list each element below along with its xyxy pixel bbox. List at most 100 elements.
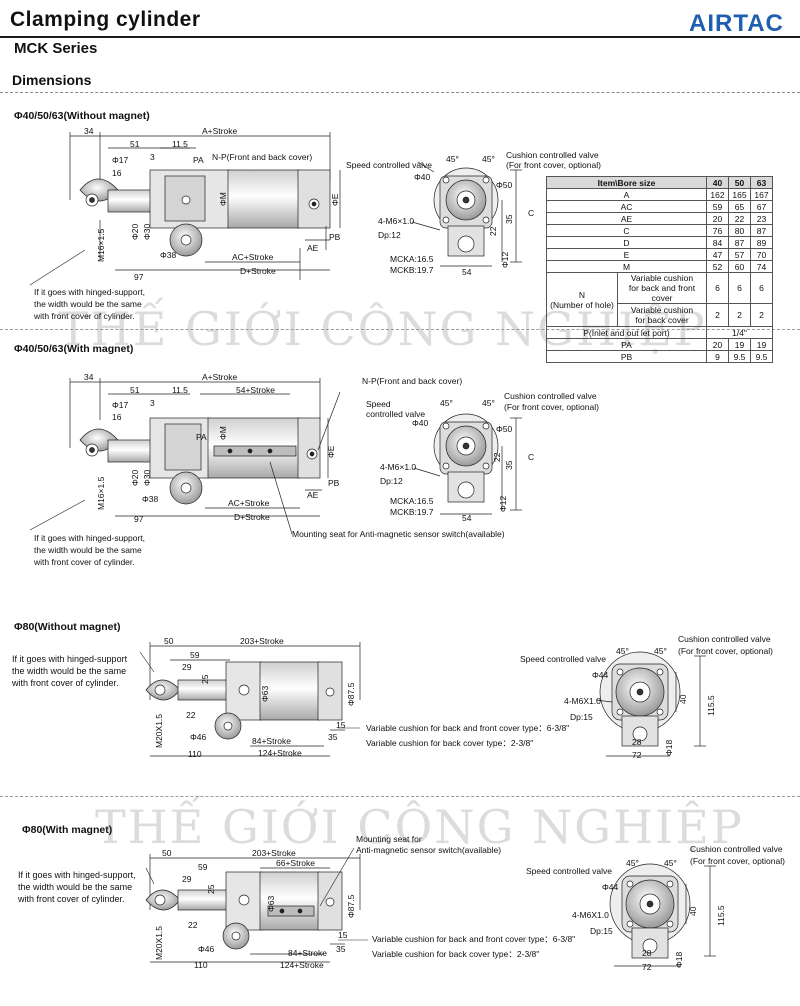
s1-end-view — [411, 161, 522, 267]
dim-label: 110 — [194, 960, 208, 970]
side-label: 22 — [492, 452, 502, 462]
dim-label: 66+Stroke — [276, 858, 315, 868]
dim-label: ΦM — [218, 426, 228, 440]
dim-label: A+Stroke — [202, 126, 237, 136]
side-label: (For front cover, optional) — [504, 402, 599, 412]
dim-label: 59 — [198, 862, 208, 872]
side-label: 35 — [504, 214, 514, 224]
dim-label: 51 — [130, 385, 140, 395]
side-label: (For front cover, optional) — [678, 646, 773, 656]
side-label: controlled valve — [366, 409, 425, 419]
dim-label: D+Stroke — [234, 512, 270, 522]
s4-side-view — [145, 847, 368, 963]
header-rule — [0, 36, 800, 38]
dim-label: 16 — [112, 168, 122, 178]
side-label: 4-M6×1.0 — [378, 216, 414, 226]
s3-side-view — [139, 642, 361, 757]
side-label: Φ40 — [414, 172, 431, 182]
side-label: Cushion controlled valve — [506, 150, 599, 160]
side-label: Speed controlled valve — [526, 866, 612, 876]
note-s4: If it goes with hinged-support, the widt… — [18, 869, 136, 905]
note-line: If it goes with hinged-support — [12, 654, 128, 664]
dim-label: M20X1.5 — [154, 926, 164, 960]
s2-side-view — [29, 378, 341, 535]
side-label: C — [528, 208, 534, 218]
side-label: 4-M6X1.0 — [564, 696, 601, 706]
note-s1: If it goes with hinged-support, the widt… — [34, 286, 145, 322]
side-label: 72 — [632, 750, 642, 760]
s1-side-view — [29, 132, 341, 286]
table-cell: 9.5 — [750, 350, 773, 363]
dim-label: Φ30 — [142, 469, 152, 486]
side-label: Φ40 — [412, 418, 429, 428]
side-label: Dp:15 — [590, 926, 613, 936]
side-label: 22 — [488, 226, 498, 236]
dim-label: 15 — [338, 930, 348, 940]
dim-label: 34 — [84, 372, 94, 382]
separator-1 — [0, 329, 800, 330]
dim-label: ΦE — [326, 445, 336, 458]
heading-rule — [0, 92, 800, 93]
dimensions-heading: Dimensions — [12, 72, 92, 88]
dim-label: 3 — [150, 152, 155, 162]
note-line: If it goes with hinged-support, — [18, 870, 136, 880]
side-label: 115.5 — [716, 905, 726, 926]
dim-label: 124+Stroke — [280, 960, 324, 970]
dim-label: 203+Stroke — [240, 636, 284, 646]
dim-label: 51 — [130, 139, 140, 149]
dim-label: 59 — [190, 650, 200, 660]
dim-label: Anti-magnetic sensor switch(available) — [356, 845, 501, 855]
dim-label: AC+Stroke — [228, 498, 270, 508]
table-header-cell: Item\Bore size — [546, 176, 707, 189]
dim-label: 15 — [336, 720, 346, 730]
dim-label: Φ63 — [266, 895, 276, 912]
table-header-cell: 63 — [750, 176, 773, 189]
side-label: 45° — [482, 154, 495, 164]
watermark-2: THẾ GIỚI CÔNG NGHIỆP — [95, 800, 744, 854]
dim-label: 22 — [186, 710, 196, 720]
side-label: (For front cover, optional) — [506, 160, 601, 170]
side-label: Φ12 — [498, 495, 508, 512]
dim-label: 25 — [206, 884, 216, 894]
s2-end-view — [413, 413, 522, 515]
side-label: Dp:15 — [570, 712, 593, 722]
dim-label: Φ87.5 — [346, 682, 356, 706]
side-label: Speed controlled valve — [346, 160, 432, 170]
dim-label: ΦM — [218, 192, 228, 206]
side-label: Φ50 — [496, 424, 513, 434]
note-line: with front cover of cylinder. — [18, 894, 125, 904]
table-cell: N(Number of hole) — [546, 272, 618, 327]
side-label: 45° — [482, 398, 495, 408]
note-line: the width would be the same — [34, 545, 142, 555]
side-label: Cushion controlled valve — [678, 634, 771, 644]
dim-label: Variable cushion for back cover type：2-3… — [366, 738, 533, 748]
side-label: Cushion controlled valve — [690, 844, 783, 854]
s2-labels: 34 A+Stroke 51 11.5 54+Stroke 3 Φ17 16 P… — [84, 372, 599, 539]
side-label: Cushion controlled valve — [504, 391, 597, 401]
dim-label: 22 — [188, 920, 198, 930]
page-title: Clamping cylinder — [10, 8, 201, 31]
note-s3: If it goes with hinged-support the width… — [12, 653, 127, 689]
side-label: Φ50 — [496, 180, 513, 190]
dim-label: Variable cushion for back cover type：2-3… — [372, 949, 539, 959]
side-label: Φ44 — [592, 670, 609, 680]
side-label: 45° — [626, 858, 639, 868]
dim-label: Φ20 — [130, 469, 140, 486]
dim-label: AE — [307, 490, 319, 500]
table-cell: Variable cushion for back and front cove… — [617, 272, 707, 304]
dim-label: PB — [328, 478, 340, 488]
side-label: 54 — [462, 267, 472, 277]
s4-end-view — [609, 863, 716, 967]
note-line: the width would be the same — [12, 666, 127, 676]
dim-label: M16×1.5 — [96, 228, 106, 262]
separator-2 — [0, 796, 800, 797]
dim-label: ΦE — [330, 193, 340, 206]
side-label: 40 — [678, 694, 688, 704]
dim-label: PA — [193, 155, 204, 165]
dim-label: AC+Stroke — [232, 252, 274, 262]
side-label: 4-M6X1.0 — [572, 910, 609, 920]
side-label: Φ18 — [674, 951, 684, 968]
dim-label: N-P(Front and back cover) — [362, 376, 462, 386]
